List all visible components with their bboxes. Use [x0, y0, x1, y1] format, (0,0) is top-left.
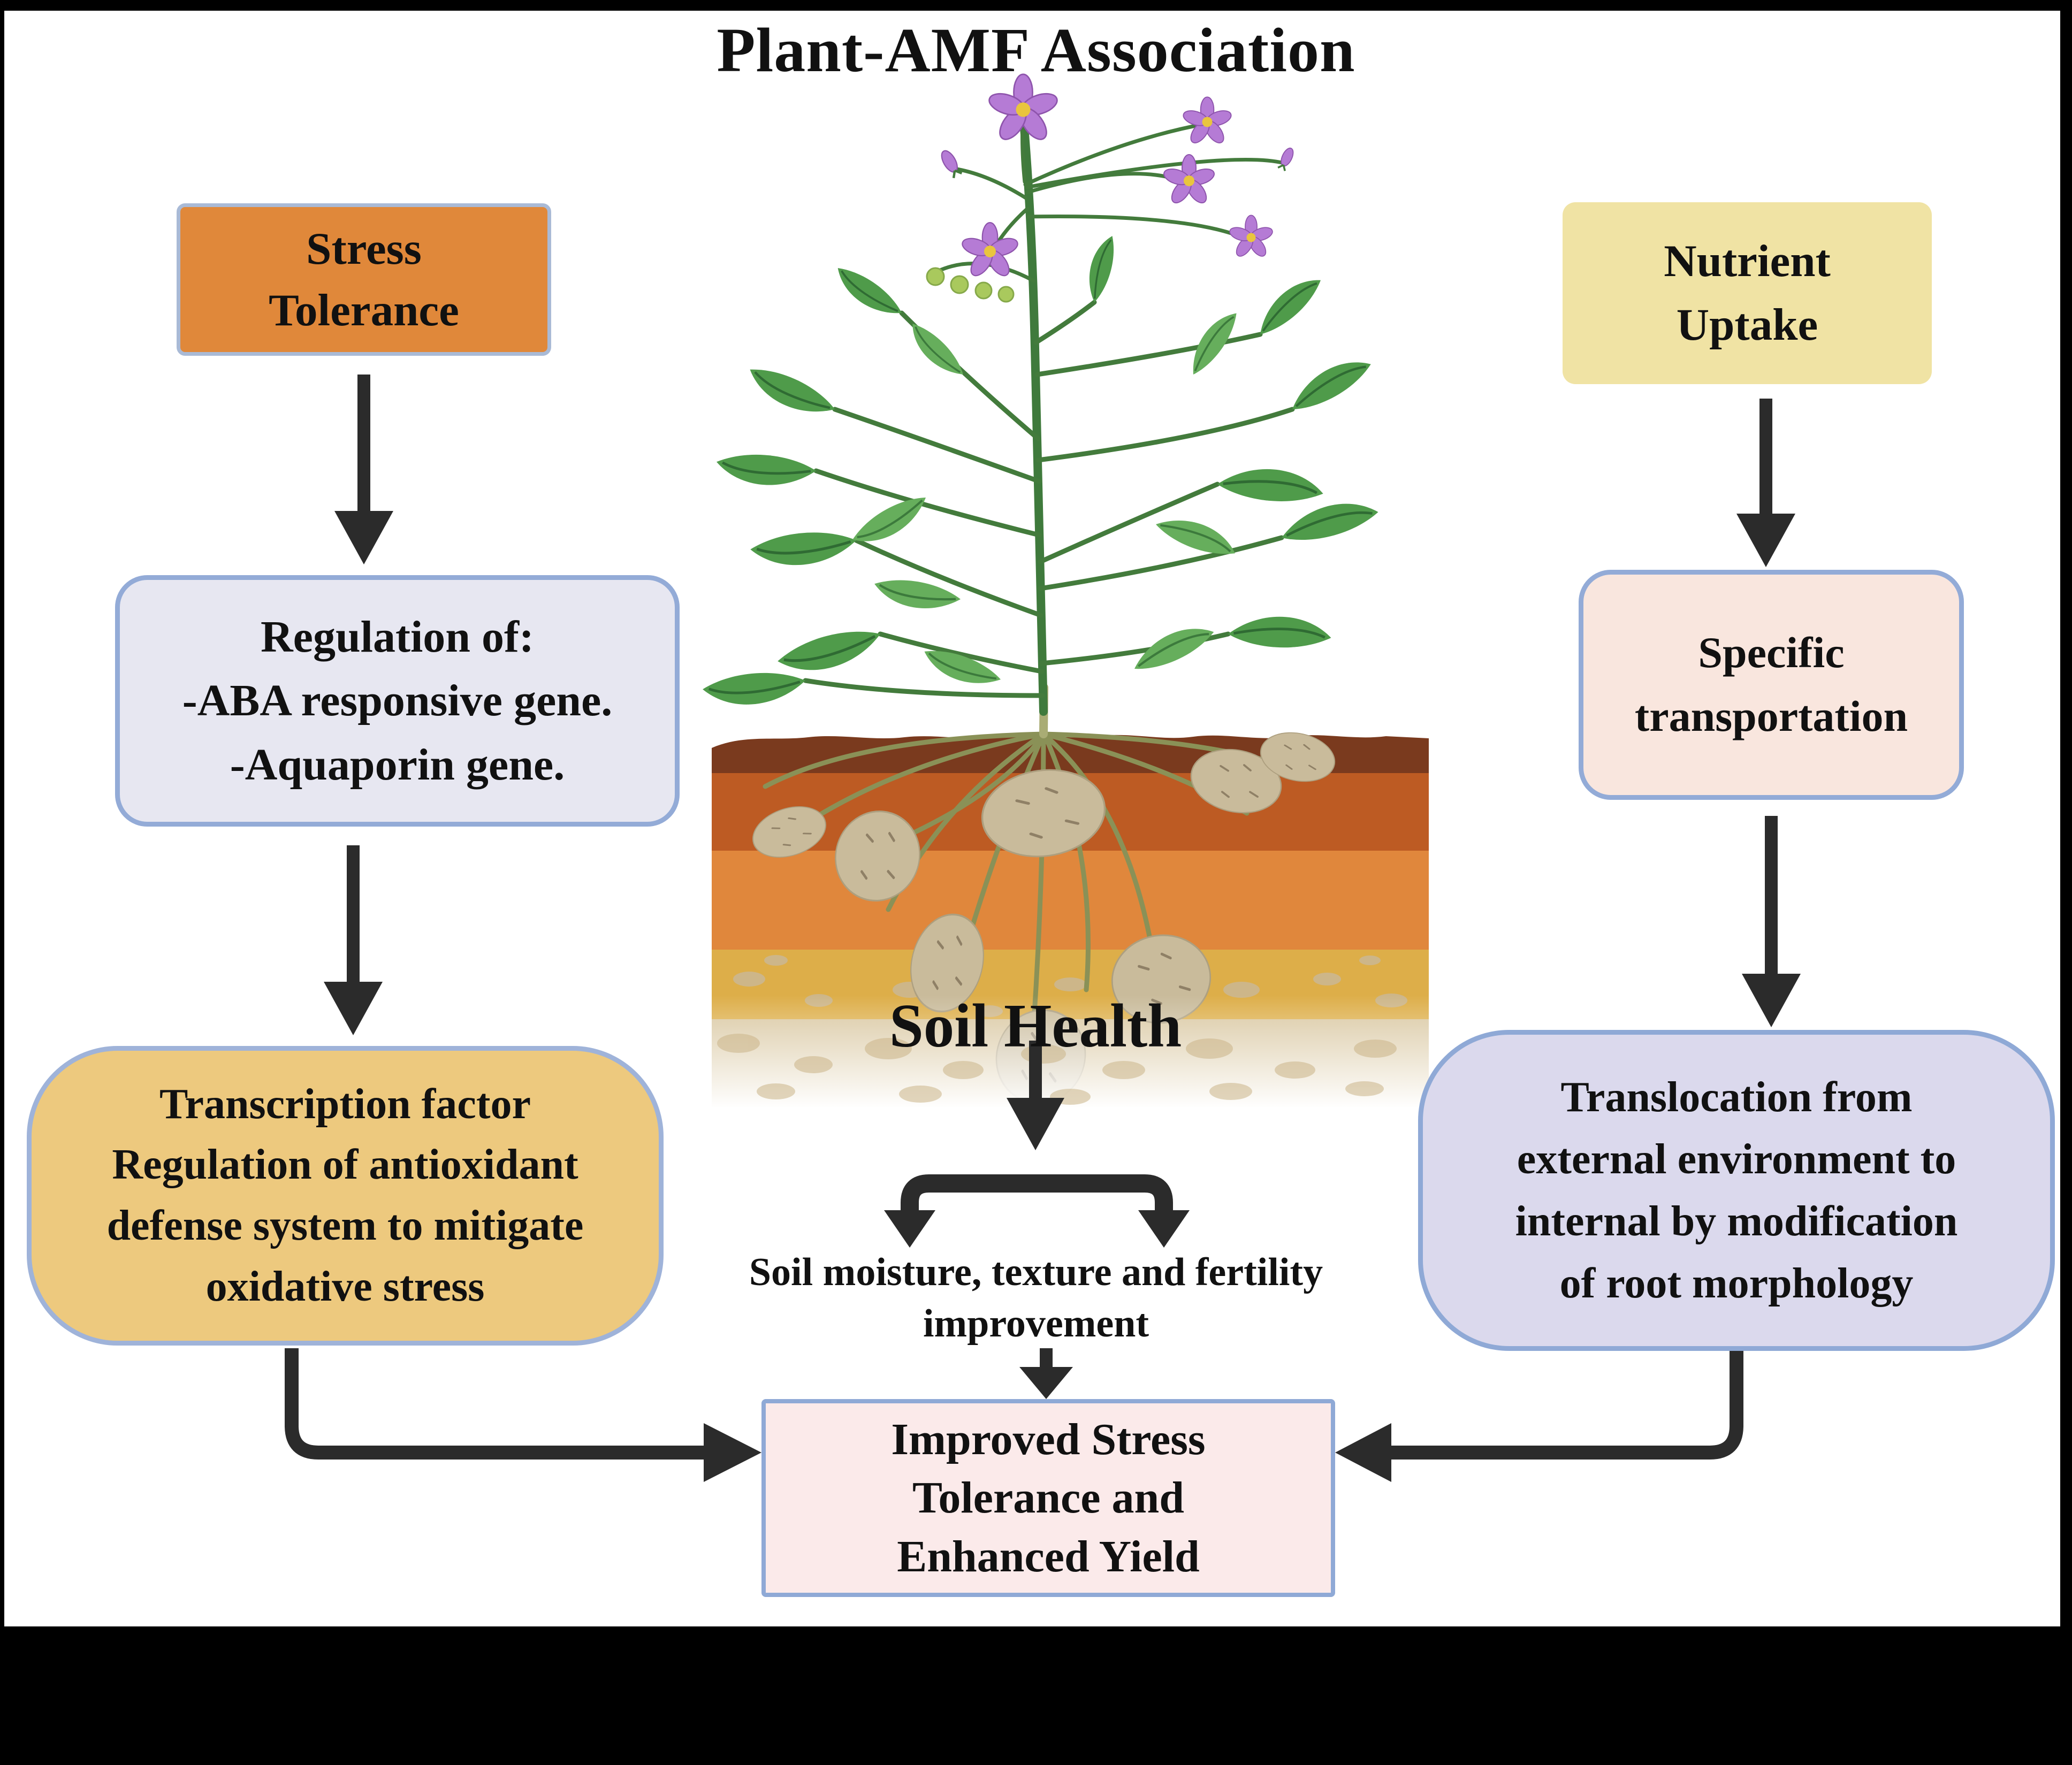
gene-regulation-line: Regulation of: [261, 612, 534, 662]
improved-outcome-line: Improved Stress [891, 1415, 1206, 1465]
transcription-factor-box: Transcription factor Regulation of antio… [27, 1046, 664, 1346]
nutrient-uptake-box: Nutrient Uptake [1563, 202, 1932, 384]
plant-branches [803, 300, 1295, 698]
improved-outcome-line: Tolerance and [912, 1473, 1184, 1523]
translocation-line: Translocation from [1560, 1074, 1913, 1121]
stress-tolerance-line: Stress [306, 223, 422, 274]
translocation-box: Translocation from external environment … [1418, 1030, 2055, 1351]
soil-fade-pebbles [717, 1034, 1397, 1105]
specific-transportation-line: transportation [1634, 692, 1908, 740]
nutrient-uptake-line: Uptake [1676, 300, 1818, 350]
arrow-translocation-to-improved [1335, 1351, 1743, 1482]
bracket-split-arrow [884, 1174, 1190, 1248]
translocation-line: internal by modification [1515, 1198, 1958, 1245]
transcription-factor-line: defense system to mitigate [106, 1202, 584, 1249]
specific-transportation-line: Specific [1698, 628, 1845, 677]
nutrient-uptake-line: Nutrient [1664, 236, 1831, 286]
arrow-stress-to-regulation [334, 375, 393, 564]
page-title: Plant-AMF Association [717, 15, 1355, 85]
gene-regulation-line: -ABA responsive gene. [182, 676, 613, 726]
specific-transportation-box: Specific transportation [1579, 570, 1964, 800]
stress-tolerance-box: Stress Tolerance [177, 203, 551, 356]
arrow-caption-to-improved [1019, 1348, 1073, 1399]
arrow-soil-to-caption [1007, 1041, 1064, 1150]
soil-improvement-caption-line: improvement [923, 1302, 1149, 1346]
arrow-transcription-to-improved [285, 1348, 761, 1482]
improved-outcome-line: Enhanced Yield [897, 1531, 1200, 1581]
translocation-line: external environment to [1517, 1136, 1956, 1183]
soil-improvement-caption: Soil moisture, texture and fertility imp… [447, 1247, 1625, 1349]
translocation-line: of root morphology [1559, 1260, 1914, 1307]
arrow-nutrient-to-specific [1736, 399, 1795, 567]
transcription-factor-line: Regulation of antioxidant [112, 1141, 578, 1189]
improved-outcome-box: Improved Stress Tolerance and Enhanced Y… [761, 1399, 1335, 1597]
soil-cross-section-illustration [712, 725, 1429, 1117]
transcription-factor-line: Transcription factor [159, 1080, 531, 1128]
transcription-factor-line: oxidative stress [205, 1263, 485, 1310]
soil-health-label: Soil Health [889, 992, 1182, 1060]
arrow-specific-to-translocation [1742, 816, 1801, 1027]
gene-regulation-line: -Aquaporin gene. [230, 739, 565, 790]
stress-tolerance-line: Tolerance [269, 285, 459, 335]
flow-arrows [285, 375, 1801, 1482]
arrow-regulation-to-transcription [324, 845, 383, 1035]
gene-regulation-box: Regulation of: -ABA responsive gene. -Aq… [115, 575, 680, 827]
soil-improvement-caption-line: Soil moisture, texture and fertility [749, 1250, 1323, 1294]
berries [926, 267, 1015, 303]
potato-plant-illustration [702, 73, 1380, 738]
flowers [939, 73, 1297, 280]
